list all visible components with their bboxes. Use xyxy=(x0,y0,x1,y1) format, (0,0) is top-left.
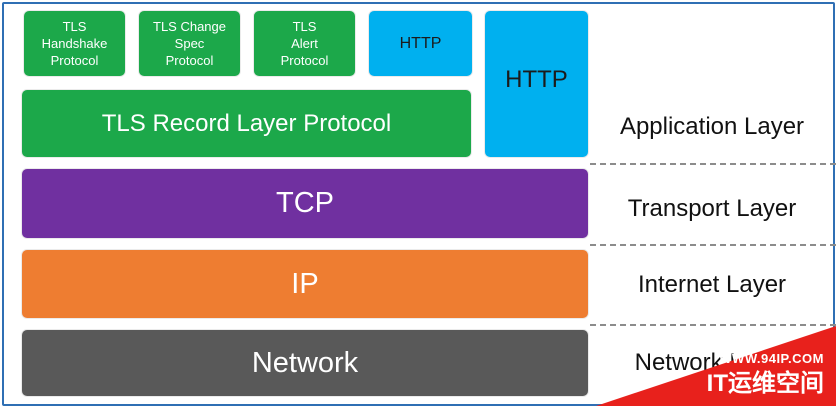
tls-alert-box: TLS Alert Protocol xyxy=(254,11,355,76)
watermark-url: WWW.94IP.COM xyxy=(719,351,824,366)
tls-handshake-box: TLS Handshake Protocol xyxy=(24,11,125,76)
tcp-box: TCP xyxy=(22,169,588,238)
http-small-box: HTTP xyxy=(369,11,472,76)
ip-box: IP xyxy=(22,250,588,318)
tls-change-spec-box: TLS Change Spec Protocol xyxy=(139,11,240,76)
diagram-frame xyxy=(2,2,835,406)
internet-layer-label: Internet Layer xyxy=(637,271,787,298)
layer-separator xyxy=(590,324,836,326)
http-large-box: HTTP xyxy=(485,11,588,157)
application-layer-label: Application Layer xyxy=(619,113,805,140)
transport-layer-label: Transport Layer xyxy=(627,195,797,222)
network-box: Network xyxy=(22,330,588,396)
tls-record-layer-box: TLS Record Layer Protocol xyxy=(22,90,471,157)
watermark-shape xyxy=(596,326,836,406)
layer-separator xyxy=(590,244,836,246)
watermark: WWW.94IP.COM IT运维空间 xyxy=(596,326,836,406)
layer-separator xyxy=(590,163,836,165)
watermark-name: IT运维空间 xyxy=(706,370,824,397)
